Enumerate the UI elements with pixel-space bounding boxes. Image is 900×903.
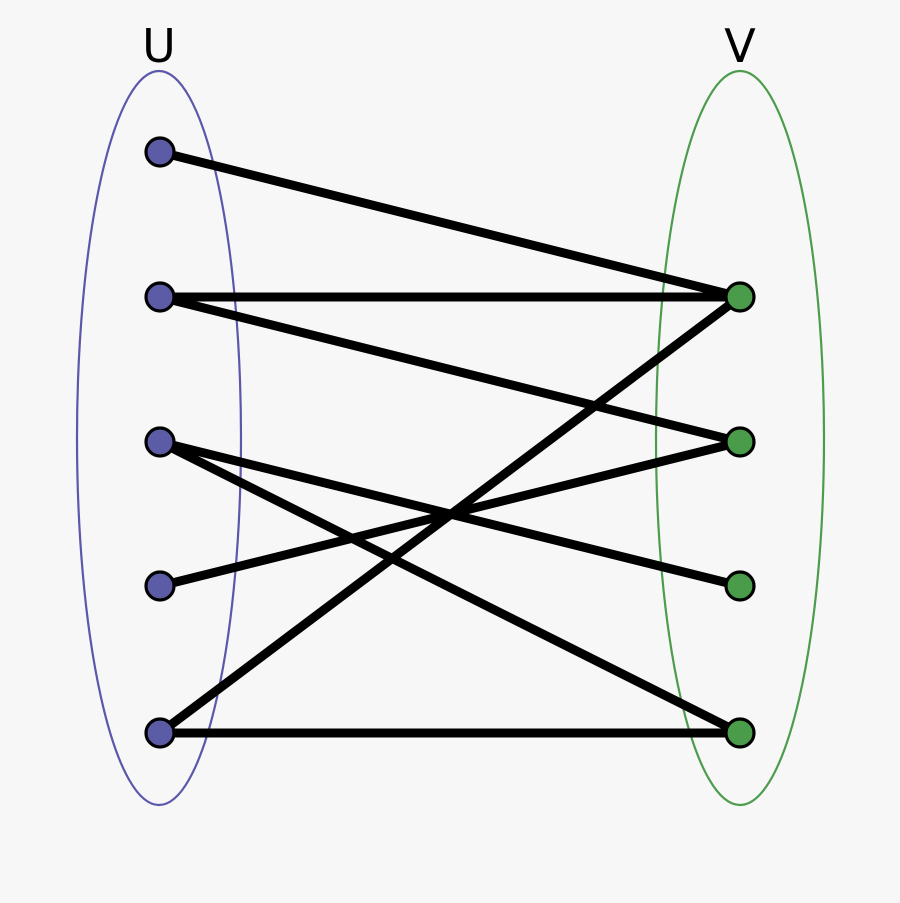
graph-node-u5[interactable] (144, 717, 176, 749)
edge-u1-v1[interactable] (158, 147, 742, 302)
group-ellipse-v (654, 69, 826, 807)
edge-u3-v4[interactable] (157, 437, 743, 738)
set-label-v: V (724, 19, 756, 73)
node-layer (144, 136, 756, 749)
edge-layer (157, 147, 743, 738)
edge-u5-v1[interactable] (157, 293, 743, 737)
graph-node-u3[interactable] (144, 426, 176, 458)
set-label-u: U (142, 19, 176, 73)
graph-node-v4[interactable] (724, 717, 756, 749)
group-ellipse-u (75, 69, 243, 807)
graph-node-v3[interactable] (724, 570, 756, 602)
graph-node-u1[interactable] (144, 136, 176, 168)
graph-node-u4[interactable] (144, 570, 176, 602)
group-ellipses (75, 69, 826, 807)
graph-node-v1[interactable] (724, 281, 756, 313)
edge-u2-v2[interactable] (158, 292, 742, 447)
graph-node-v2[interactable] (724, 426, 756, 458)
graph-node-u2[interactable] (144, 281, 176, 313)
